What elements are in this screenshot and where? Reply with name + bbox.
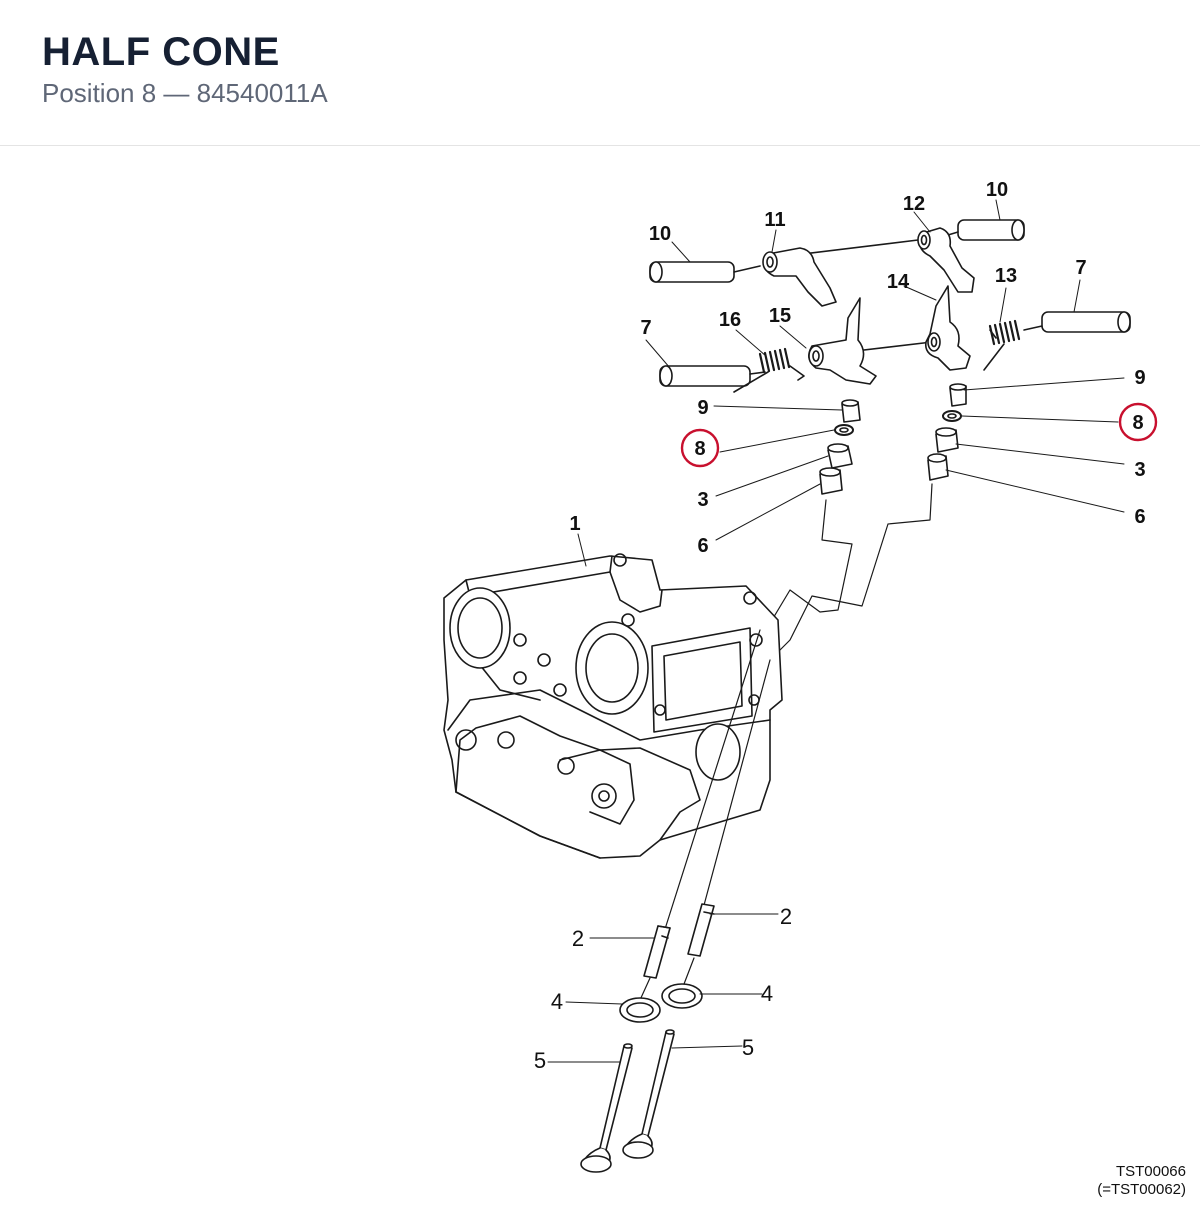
- highlight-ring-8-left: [680, 428, 720, 468]
- part-14-rocker-arm: [924, 285, 971, 371]
- callout-6-left[interactable]: 6: [697, 535, 708, 557]
- part-4-seat-ring-right: [661, 983, 703, 1009]
- part-2-valve-guide-right: [687, 903, 715, 957]
- callout-8-left[interactable]: 8: [694, 438, 705, 460]
- part-1-cylinder-head: [443, 553, 783, 859]
- part-16-torsion-spring: [733, 347, 805, 393]
- part-4-seat-ring-left: [619, 997, 661, 1023]
- part-8-half-cone-left: [834, 424, 854, 436]
- callout-4-right[interactable]: 4: [761, 981, 773, 1006]
- page-header: HALF CONE Position 8 — 84540011A: [0, 0, 1200, 146]
- part-7-shaft-left: [659, 365, 766, 387]
- part-7-shaft-right: [1023, 311, 1131, 333]
- drawing-code: TST00066: [1115, 1163, 1186, 1180]
- callout-3-left[interactable]: 3: [697, 489, 708, 511]
- callout-16[interactable]: 16: [719, 309, 741, 331]
- part-5-valve-left: [580, 1043, 633, 1173]
- callout-10-left[interactable]: 10: [649, 223, 671, 245]
- drawing-reference: TST00066 (=TST00062): [1097, 1163, 1186, 1199]
- part-3-spring-seat-left: [827, 443, 853, 469]
- page-subtitle: Position 8 — 84540011A: [42, 78, 328, 108]
- callout-7-left[interactable]: 7: [640, 317, 651, 339]
- page-title: HALF CONE: [42, 30, 280, 74]
- callout-5-left[interactable]: 5: [534, 1048, 546, 1073]
- part-5-valve-right: [622, 1029, 675, 1159]
- callout-9-right[interactable]: 9: [1134, 367, 1145, 389]
- part-10-pin-right: [937, 219, 1025, 241]
- part-9-cap-right: [949, 383, 967, 407]
- callout-2-left[interactable]: 2: [572, 926, 584, 951]
- part-6-seal-left: [819, 467, 843, 495]
- callout-5-right[interactable]: 5: [742, 1035, 754, 1060]
- part-13-torsion-spring: [983, 319, 1021, 371]
- callout-6-right[interactable]: 6: [1134, 506, 1145, 528]
- callout-13[interactable]: 13: [995, 265, 1017, 287]
- part-2-valve-guide-left: [643, 925, 671, 979]
- callout-1[interactable]: 1: [569, 513, 580, 535]
- part-6-seal-right: [927, 453, 949, 481]
- leader-lines: [547, 199, 1125, 1063]
- part-3-spring-seat-right: [935, 427, 959, 453]
- callout-8-right[interactable]: 8: [1132, 412, 1143, 434]
- callout-2-right[interactable]: 2: [780, 904, 792, 929]
- callout-labels: 10 11 12 10 14 13 7 7 16 15 9 9 8 8 3 3 …: [534, 179, 1146, 1073]
- part-9-cap-left: [841, 399, 861, 423]
- callout-15[interactable]: 15: [769, 305, 791, 327]
- callout-10-right[interactable]: 10: [986, 179, 1008, 201]
- part-10-pin-left: [649, 261, 761, 283]
- part-12-rocker-arm: [917, 227, 975, 293]
- part-11-rocker-arm: [762, 247, 837, 307]
- callout-14[interactable]: 14: [887, 271, 910, 293]
- callout-12[interactable]: 12: [903, 193, 925, 215]
- callout-3-right[interactable]: 3: [1134, 459, 1145, 481]
- callout-11[interactable]: 11: [764, 209, 785, 231]
- callout-4-left[interactable]: 4: [551, 989, 563, 1014]
- highlight-rings: [680, 402, 1158, 468]
- callout-9-left[interactable]: 9: [697, 397, 708, 419]
- highlight-ring-8-right: [1118, 402, 1158, 442]
- part-8-half-cone-right: [942, 410, 962, 422]
- callout-7-right[interactable]: 7: [1075, 257, 1086, 279]
- part-15-rocker-arm: [808, 297, 877, 385]
- drawing-alt-code: (=TST00062): [1097, 1181, 1186, 1198]
